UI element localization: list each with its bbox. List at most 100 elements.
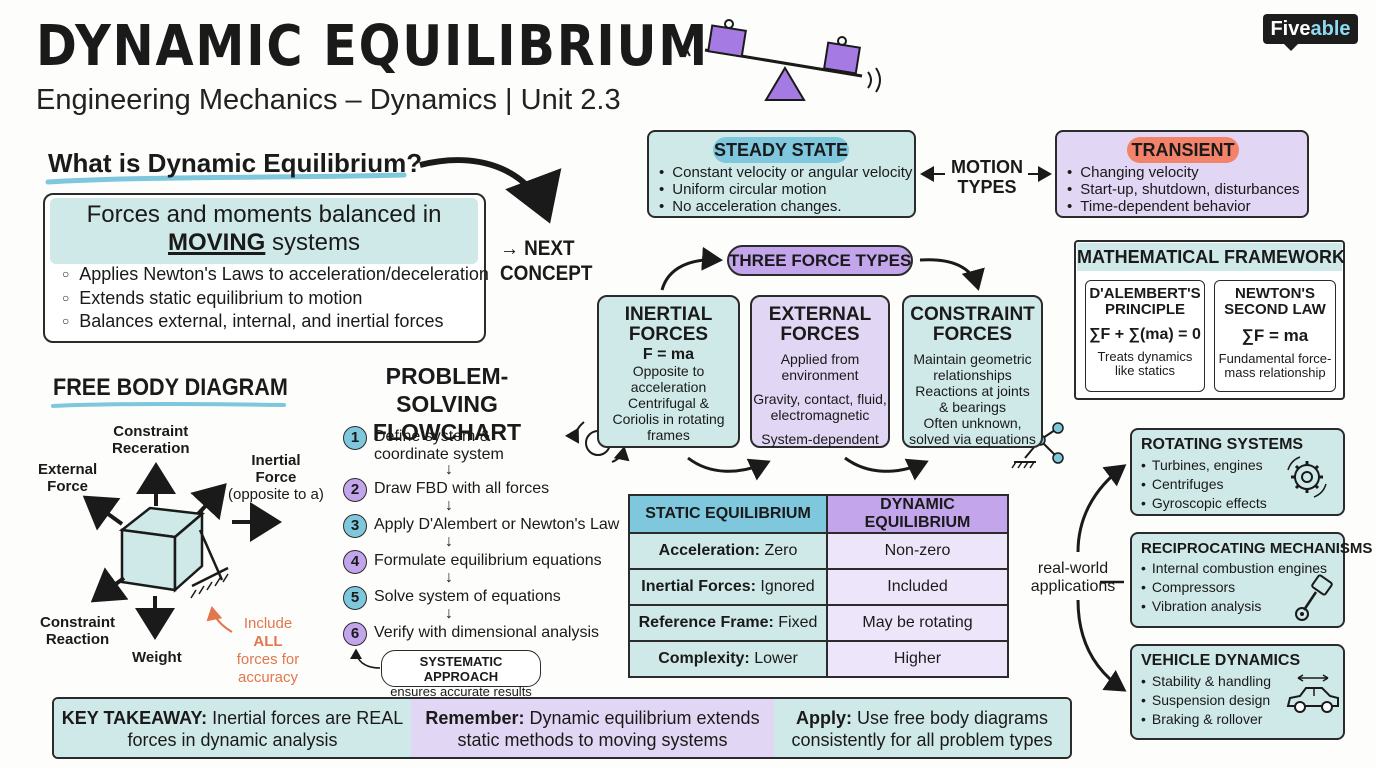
down-arrow-icon: ↓ xyxy=(445,605,453,622)
motion-types-label: MOTION TYPES xyxy=(948,157,1026,197)
next-concept-line2: CONCEPT xyxy=(500,262,593,285)
math-framework-card: D'ALEMBERT'S PRINCIPLE ∑F + ∑(ma) = 0 Tr… xyxy=(1074,240,1345,400)
external-line2: environment xyxy=(781,367,859,383)
header-static: STATIC EQUILIBRIUM xyxy=(628,494,828,534)
takeaway1-bold: KEY TAKEAWAY: xyxy=(61,708,208,728)
real-world-label: real-world applications xyxy=(1028,560,1118,596)
fbd-inertial-label: Inertial Force (opposite to a) xyxy=(228,452,324,503)
table-row: Reference Frame: Fixed May be rotating xyxy=(628,604,1009,642)
reciprocating-mechanisms-card: RECIPROCATING MECHANISMS Internal combus… xyxy=(1130,532,1373,628)
static-cell: Inertial Forces: Ignored xyxy=(628,568,828,606)
constraint-title1: CONSTRAINT xyxy=(910,304,1035,325)
external-line3: Gravity, contact, fluid, xyxy=(753,391,887,407)
external-forces-card: EXTERNAL FORCES Applied from environment… xyxy=(750,295,890,448)
step-text: Define system &coordinate system xyxy=(374,428,504,464)
list-item: Turbines, engines xyxy=(1141,456,1343,475)
page-subtitle: Engineering Mechanics – Dynamics | Unit … xyxy=(36,84,621,116)
dalembert-desc1: Treats dynamics xyxy=(1097,349,1193,364)
row-key: Inertial Forces: xyxy=(641,578,756,595)
list-item: Internal combustion engines xyxy=(1141,559,1343,578)
systematic-approach-note: SYSTEMATIC APPROACH ensures accurate res… xyxy=(381,650,541,699)
takeaway-cell-1: KEY TAKEAWAY: Inertial forces are REAL f… xyxy=(54,699,411,757)
dynamic-cell: Higher xyxy=(826,640,1009,678)
step-text: Formulate equilibrium equations xyxy=(374,552,602,569)
step-number: 5 xyxy=(343,586,367,610)
definition-line2-rest: systems xyxy=(265,229,361,256)
systematic-line1: SYSTEMATIC APPROACH xyxy=(419,654,503,684)
note-line1: Include ALL xyxy=(228,615,308,651)
step-number: 1 xyxy=(343,426,367,450)
static-cell: Reference Frame: Fixed xyxy=(628,604,828,642)
fbd-constraint-bottom-label: Constraint Reaction xyxy=(40,614,115,648)
vehicle-dynamics-card: VEHICLE DYNAMICS Stability & handling Su… xyxy=(1130,644,1345,740)
external-title2: FORCES xyxy=(780,324,860,345)
dalembert-equation: ∑F + ∑(ma) = 0 xyxy=(1089,326,1201,343)
rotating-systems-card: ROTATING SYSTEMS Turbines, engines Centr… xyxy=(1130,428,1345,516)
step-number: 2 xyxy=(343,478,367,502)
note-bold: ALL xyxy=(253,633,283,650)
page-title: DYNAMIC EQUILIBRIUM xyxy=(36,14,710,79)
constraint-title2: FORCES xyxy=(932,324,1013,345)
systematic-line2: ensures accurate results xyxy=(390,684,532,699)
flowchart-heading: PROBLEM-SOLVING FLOWCHART xyxy=(340,362,554,446)
list-item: Braking & rollover xyxy=(1141,710,1343,729)
three-force-types-heading: THREE FORCE TYPES xyxy=(727,245,913,276)
constraint-line5: Often unknown, xyxy=(923,415,1022,431)
newton-equation: ∑F = ma xyxy=(1241,326,1309,345)
what-is-heading: What is Dynamic Equilibrium? xyxy=(48,148,423,178)
takeaway2-bold: Remember: xyxy=(425,708,525,728)
list-item: Gyroscopic effects xyxy=(1141,494,1343,513)
step-line1: Define system & xyxy=(374,428,491,445)
list-item: Uniform circular motion xyxy=(659,181,912,198)
seesaw-icon xyxy=(685,19,881,101)
what-bullet: Extends static equilibrium to motion xyxy=(62,288,362,309)
next-concept-label: → NEXT CONCEPT xyxy=(500,236,592,286)
step-line2: coordinate system xyxy=(374,446,504,463)
definition-moving: MOVING xyxy=(167,229,266,256)
takeaway1-line2: forces in dynamic analysis xyxy=(127,730,338,750)
what-bullet: Applies Newton's Laws to acceleration/de… xyxy=(62,264,489,285)
fbd-inertial-line3: (opposite to a) xyxy=(228,486,324,503)
gear-icon xyxy=(1287,456,1327,498)
step-number: 6 xyxy=(343,622,367,646)
table-row: Complexity: Lower Higher xyxy=(628,640,1009,678)
list-item: No acceleration changes. xyxy=(659,198,912,215)
steady-state-card: STEADY STATE Constant velocity or angula… xyxy=(647,130,916,218)
dynamic-cell: May be rotating xyxy=(826,604,1009,642)
list-item: Changing velocity xyxy=(1067,164,1300,181)
piston-icon xyxy=(1295,574,1333,621)
fbd-constraint-bottom-line2: Reaction xyxy=(45,631,110,648)
newton-box: NEWTON'S SECOND LAW ∑F = ma Fundamental … xyxy=(1214,280,1336,392)
down-arrow-icon: ↓ xyxy=(445,497,453,514)
list-item: Constant velocity or angular velocity xyxy=(659,164,912,181)
transient-list: Changing velocity Start-up, shutdown, di… xyxy=(1067,164,1300,215)
constraint-line6: solved via equations xyxy=(909,431,1036,447)
free-body-diagram-drawing xyxy=(82,462,282,640)
header-dynamic: DYNAMIC EQUILIBRIUM xyxy=(826,494,1009,534)
down-arrow-icon: ↓ xyxy=(445,533,453,550)
fbd-constraint-top-label: Constraint Receration xyxy=(112,423,190,457)
row-static-value: Fixed xyxy=(773,614,818,631)
rotating-title: ROTATING SYSTEMS xyxy=(1141,436,1304,453)
down-arrow-icon: ↓ xyxy=(445,569,453,586)
row-static-value: Lower xyxy=(749,650,798,667)
external-title1: EXTERNAL xyxy=(768,304,872,325)
rotating-list: Turbines, engines Centrifuges Gyroscopic… xyxy=(1141,456,1343,513)
static-cell: Complexity: Lower xyxy=(628,640,828,678)
inertial-title1: INERTIAL xyxy=(624,304,713,325)
car-icon xyxy=(1286,674,1339,713)
newton-desc2: mass relationship xyxy=(1224,365,1326,380)
steady-state-title: STEADY STATE xyxy=(713,137,849,163)
fbd-external-line2: Force xyxy=(47,478,89,495)
list-item: Stability & handling xyxy=(1141,672,1343,691)
constraint-forces-card: CONSTRAINT FORCES Maintain geometric rel… xyxy=(902,295,1043,448)
reciprocating-title: RECIPROCATING MECHANISMS xyxy=(1141,540,1373,557)
fbd-inertial-line1: Inertial xyxy=(251,452,301,469)
table-row: Inertial Forces: Ignored Included xyxy=(628,568,1009,606)
note-part1: Include xyxy=(243,615,293,632)
step-text: Draw FBD with all forces xyxy=(374,480,550,497)
takeaway3-line1: Apply: Use free body diagrams xyxy=(774,707,1070,729)
list-item: Centrifuges xyxy=(1141,475,1343,494)
note-line3: accuracy xyxy=(237,669,299,686)
flowchart-heading-line2: FLOWCHART xyxy=(372,419,522,445)
